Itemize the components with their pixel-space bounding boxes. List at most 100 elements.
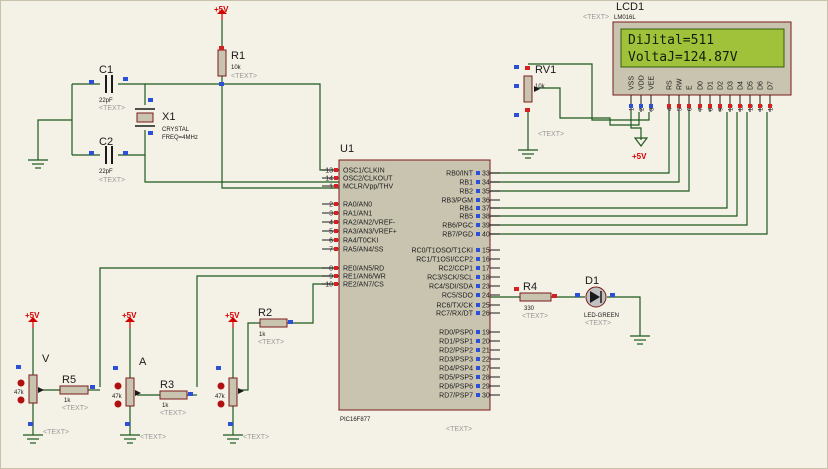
- lcd-pin[interactable]: D29: [718, 81, 725, 112]
- u1-pin-name: RB4: [459, 206, 473, 213]
- resistor-r5[interactable]: R5 1k <TEXT>: [59, 374, 95, 412]
- lcd-pin[interactable]: D310: [728, 81, 735, 112]
- r2-value: 1k: [259, 332, 266, 338]
- pot-a-value: 47k: [112, 394, 123, 400]
- lcd-display[interactable]: LCD1 <TEXT> LM016L DiJital=511 VoltaJ=12…: [583, 1, 792, 112]
- capacitor-c1[interactable]: C1 22pF <TEXT>: [89, 64, 128, 112]
- lcd-pin[interactable]: D714: [768, 81, 775, 112]
- power-terminal-pot-a[interactable]: +5V: [122, 311, 137, 328]
- resistor-r3[interactable]: R3 1k <TEXT>: [159, 379, 193, 417]
- u1-pin-name: OSC2/CLKOUT: [343, 176, 393, 183]
- u1-pin-name: RB6/PGC: [442, 223, 473, 230]
- resistor-r4[interactable]: R4 330 <TEXT>: [514, 281, 557, 320]
- potentiometer-a[interactable]: A 47k <TEXT>: [112, 356, 166, 441]
- svg-text:+5V: +5V: [122, 311, 137, 320]
- r5-value: 1k: [64, 398, 71, 404]
- u1-pin-number: 29: [482, 384, 490, 391]
- crystal-x1[interactable]: X1 CRYSTAL FREQ=4MHz: [135, 98, 198, 141]
- lcd-screen: [620, 28, 785, 68]
- lcd-pin[interactable]: D512: [748, 81, 755, 112]
- u1-pin-name: RC0/T1OSO/T1CKI: [412, 248, 474, 255]
- lcd-pin[interactable]: D411: [738, 81, 745, 112]
- u1-pin-number: 17: [482, 266, 490, 273]
- u1-pin-number: 9: [329, 274, 333, 281]
- resistor-r1[interactable]: R1 10k <TEXT>: [217, 46, 257, 86]
- lcd-pin[interactable]: D18: [708, 81, 715, 112]
- u1-pin-name: RD4/PSP4: [439, 366, 473, 373]
- r5-ref: R5: [62, 374, 76, 386]
- power-terminal-lcd[interactable]: +5V: [632, 137, 649, 161]
- resistor-r2[interactable]: R2 1k <TEXT>: [258, 307, 293, 346]
- led-d1[interactable]: D1 LED-GREEN <TEXT>: [575, 275, 619, 327]
- lcd-pin-number: 2: [640, 107, 646, 111]
- c2-value: 22pF: [99, 169, 113, 175]
- u1-pin-number: 4: [329, 220, 333, 227]
- pot-3-text-tag: <TEXT>: [243, 434, 269, 441]
- r5-text-tag: <TEXT>: [62, 405, 88, 412]
- u1-pin-name: RB0/INT: [446, 171, 474, 178]
- power-terminal-pot-3[interactable]: +5V: [225, 311, 240, 328]
- ground-pot-a: [120, 434, 140, 444]
- lcd-pin[interactable]: D07: [698, 81, 705, 112]
- lcd-pin-number: 5: [678, 107, 684, 111]
- lcd-pin-name: VDD: [639, 75, 646, 90]
- r4-value: 330: [524, 306, 535, 312]
- u1-pin-number: 13: [325, 168, 333, 175]
- power-terminal-pot-v[interactable]: +5V: [25, 311, 40, 328]
- potentiometer-3[interactable]: 47k <TEXT>: [215, 366, 269, 441]
- potentiometer-v[interactable]: V 47k <TEXT>: [14, 353, 69, 436]
- potentiometer-rv1[interactable]: RV1 10k <TEXT>: [514, 64, 564, 138]
- u1-pin-number: 36: [482, 198, 490, 205]
- u1-pin-number: 19: [482, 330, 490, 337]
- power-terminal-r1[interactable]: +5V: [214, 5, 229, 20]
- lcd-pin[interactable]: RS4: [667, 80, 674, 112]
- capacitor-c2[interactable]: C2 22pF <TEXT>: [89, 136, 128, 184]
- lcd-pin[interactable]: RW5: [677, 78, 684, 112]
- u1-pin-name: RB2: [459, 189, 473, 196]
- lcd-pin[interactable]: E6: [687, 85, 694, 112]
- lcd-pin[interactable]: D613: [758, 81, 765, 112]
- c1-value: 22pF: [99, 98, 113, 104]
- u1-ref: U1: [340, 143, 354, 155]
- lcd-pin[interactable]: VDD 2: [639, 75, 646, 112]
